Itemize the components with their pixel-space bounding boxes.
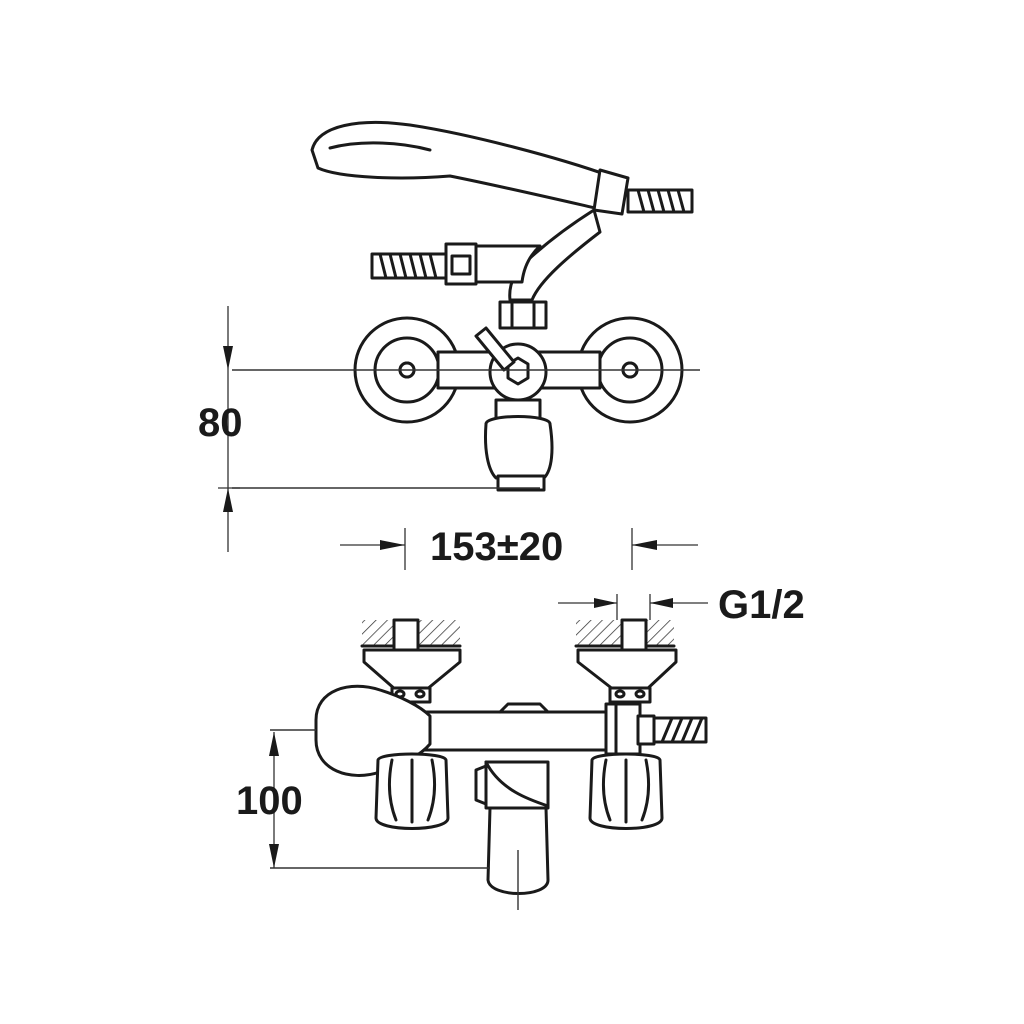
handle-left [374,752,450,830]
hex-nut-left [444,242,478,286]
shower-holder [592,168,630,216]
dimension-thread: G1/2 [558,583,805,627]
inlet-left [392,618,420,652]
label-height-bottom: 100 [236,779,303,823]
label-height-top: 80 [198,401,243,445]
dimension-spacing: 153±20 [340,525,698,570]
holder-arm [508,208,602,302]
shower-head [310,120,612,212]
hose-right [626,188,694,214]
diverter-block [484,760,550,810]
handle-right [588,752,664,830]
label-spacing: 153±20 [430,525,563,569]
hose-left [370,252,448,280]
mixer-body-front [418,710,612,752]
top-view [232,120,700,492]
label-thread: G1/2 [718,583,805,627]
hose-right-front [652,716,708,744]
diverter-lever [474,326,516,372]
dimension-height-bottom: 100 [236,732,303,868]
front-view [270,618,708,910]
inlet-right [620,618,648,652]
dimension-height-top: 80 [198,306,243,552]
diverter-nut [498,300,548,330]
